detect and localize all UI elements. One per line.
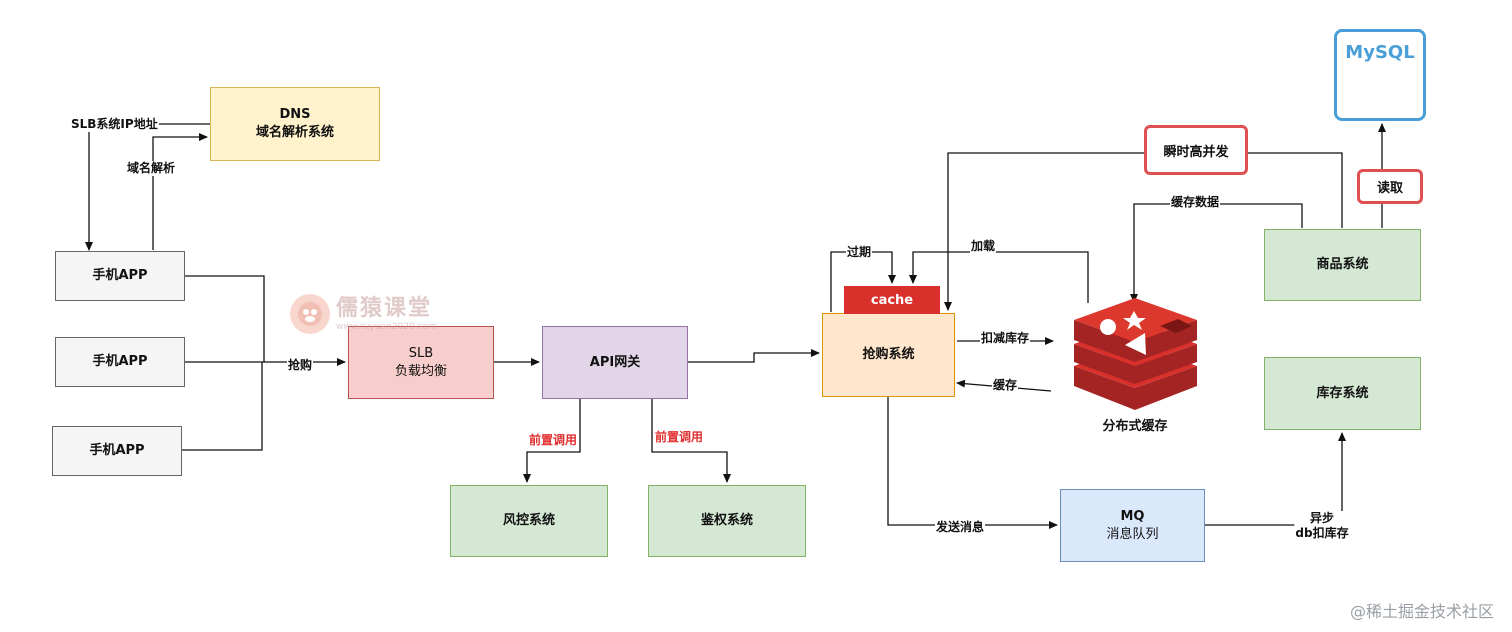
phone-app-1[interactable]: 手机APP bbox=[55, 251, 185, 301]
auth-label: 鉴权系统 bbox=[700, 513, 753, 528]
edge-label-pre-call-1: 前置调用 bbox=[528, 433, 579, 448]
dns-node[interactable]: DNS 域名解析系统 bbox=[210, 87, 380, 161]
edge-label-async-line1: 异步 bbox=[1309, 511, 1334, 525]
edge-api-to-flashsale bbox=[688, 349, 820, 363]
monkey-logo-icon bbox=[290, 294, 330, 334]
edge-api-to-risk bbox=[523, 399, 581, 483]
edge-label-cache: 缓存 bbox=[992, 378, 1019, 393]
phone-app-3[interactable]: 手机APP bbox=[52, 426, 182, 476]
phone-app-1-label: 手机APP bbox=[92, 268, 148, 283]
edge-label-deduct-stock: 扣减库存 bbox=[980, 331, 1031, 346]
risk-control-node[interactable]: 风控系统 bbox=[450, 485, 608, 557]
flash-sale-label: 抢购系统 bbox=[862, 347, 915, 362]
phone-app-2-label: 手机APP bbox=[92, 354, 148, 369]
edge-send-msg bbox=[887, 397, 1058, 529]
edge-label-load: 加载 bbox=[970, 239, 997, 254]
edge-label-send-message: 发送消息 bbox=[935, 520, 986, 535]
redis-logo-icon bbox=[1074, 298, 1197, 410]
dns-title: DNS bbox=[279, 107, 311, 122]
edge-load bbox=[909, 251, 1089, 303]
edge-api-to-auth bbox=[651, 399, 731, 483]
inventory-node[interactable]: 库存系统 bbox=[1264, 357, 1421, 430]
risk-control-label: 风控系统 bbox=[502, 513, 555, 528]
read-highlight: 读取 bbox=[1357, 169, 1423, 204]
edge-dns-to-phone bbox=[85, 123, 210, 251]
edge-label-pre-call-2: 前置调用 bbox=[654, 430, 705, 445]
edge-label-cache-data: 缓存数据 bbox=[1170, 195, 1221, 210]
phone-app-2[interactable]: 手机APP bbox=[55, 337, 185, 387]
watermark-url: www.ruyuan2020.com bbox=[336, 322, 437, 332]
edge-label-async: 异步 db扣库存 bbox=[1294, 511, 1350, 541]
edge-label-slb-ip: SLB系统IP地址 bbox=[70, 117, 159, 132]
mq-title: MQ bbox=[1120, 508, 1145, 524]
flash-sale-node[interactable]: 抢购系统 bbox=[822, 313, 955, 397]
api-gateway-label: API网关 bbox=[589, 354, 641, 370]
mysql-node[interactable]: MySQL bbox=[1334, 29, 1426, 121]
edge-phone-to-dns bbox=[152, 133, 208, 250]
edge-label-domain-resolve: 域名解析 bbox=[126, 161, 177, 176]
api-gateway-node[interactable]: API网关 bbox=[542, 326, 688, 399]
mq-node[interactable]: MQ 消息队列 bbox=[1060, 489, 1205, 562]
product-node[interactable]: 商品系统 bbox=[1264, 229, 1421, 301]
auth-node[interactable]: 鉴权系统 bbox=[648, 485, 806, 557]
slb-node[interactable]: SLB 负载均衡 bbox=[348, 326, 494, 399]
slb-title: SLB bbox=[408, 345, 434, 361]
edge-label-purchase: 抢购 bbox=[287, 358, 314, 373]
mq-subtitle: 消息队列 bbox=[1106, 526, 1159, 542]
edge-label-async-line2: db扣库存 bbox=[1295, 526, 1349, 540]
burst-highlight: 瞬时高并发 bbox=[1144, 125, 1248, 175]
product-label: 商品系统 bbox=[1316, 257, 1369, 272]
slb-subtitle: 负载均衡 bbox=[394, 363, 447, 379]
phone-app-3-label: 手机APP bbox=[89, 443, 145, 458]
inventory-label: 库存系统 bbox=[1316, 385, 1369, 401]
dns-subtitle: 域名解析系统 bbox=[255, 125, 334, 140]
cache-node[interactable]: cache bbox=[844, 286, 940, 314]
redis-label: 分布式缓存 bbox=[1101, 419, 1169, 434]
footer-credit: @稀土掘金技术社区 bbox=[1349, 602, 1494, 621]
watermark: 儒猿课堂 www.ruyuan2020.com bbox=[290, 294, 437, 334]
edge-label-expire: 过期 bbox=[846, 245, 873, 260]
edge-phone3-to-slb bbox=[182, 362, 263, 451]
edge-phone1-to-slb bbox=[185, 275, 265, 362]
watermark-title: 儒猿课堂 bbox=[336, 296, 433, 321]
